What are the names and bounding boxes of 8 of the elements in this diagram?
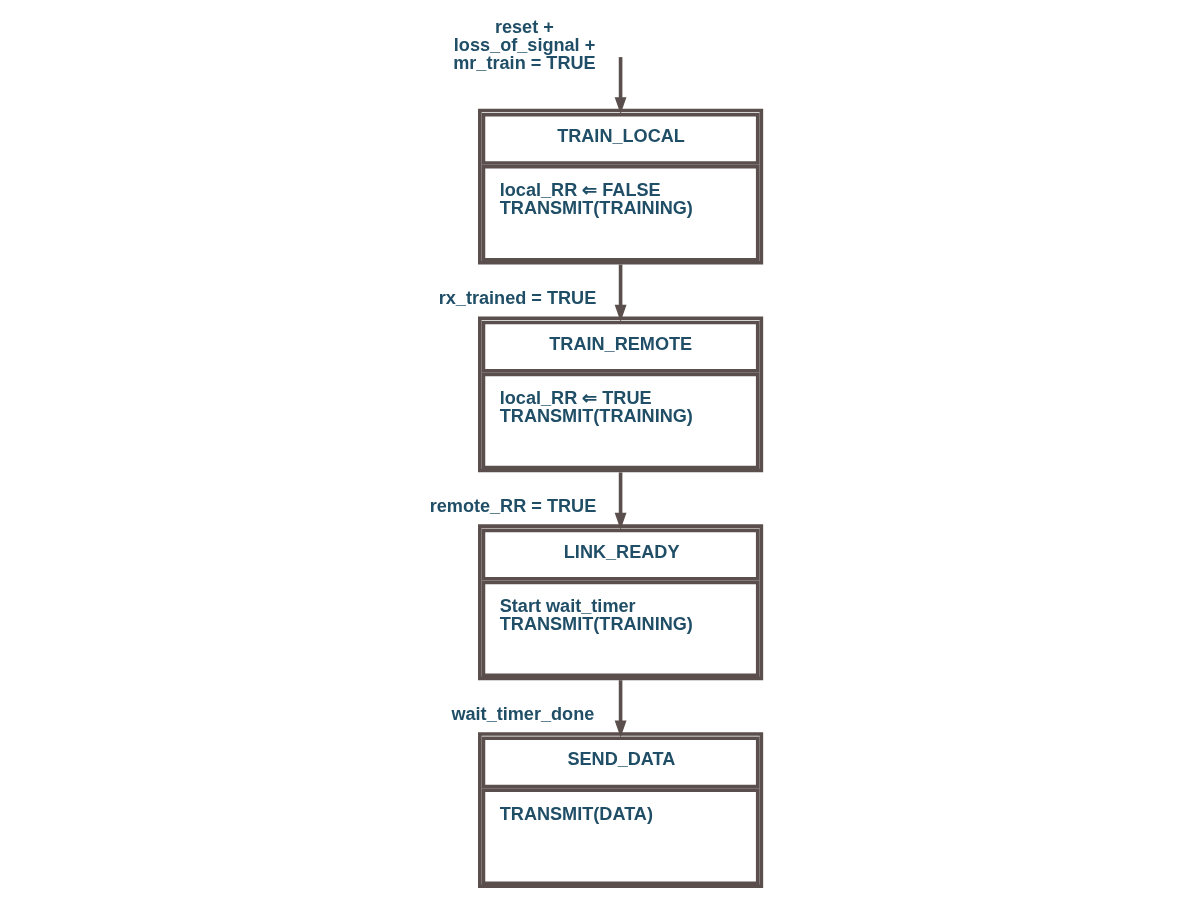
edge-label: wait_timer_done — [451, 704, 595, 725]
arrow — [614, 264, 627, 322]
edge-label: remote_RR = TRUE — [429, 496, 597, 517]
edge-label: reset + loss_of_signal + mr_train = TRUE — [453, 16, 596, 73]
arrow — [614, 680, 627, 738]
arrow — [614, 472, 627, 530]
arrow — [614, 57, 627, 115]
edge-label: rx_trained = TRUE — [438, 288, 597, 309]
